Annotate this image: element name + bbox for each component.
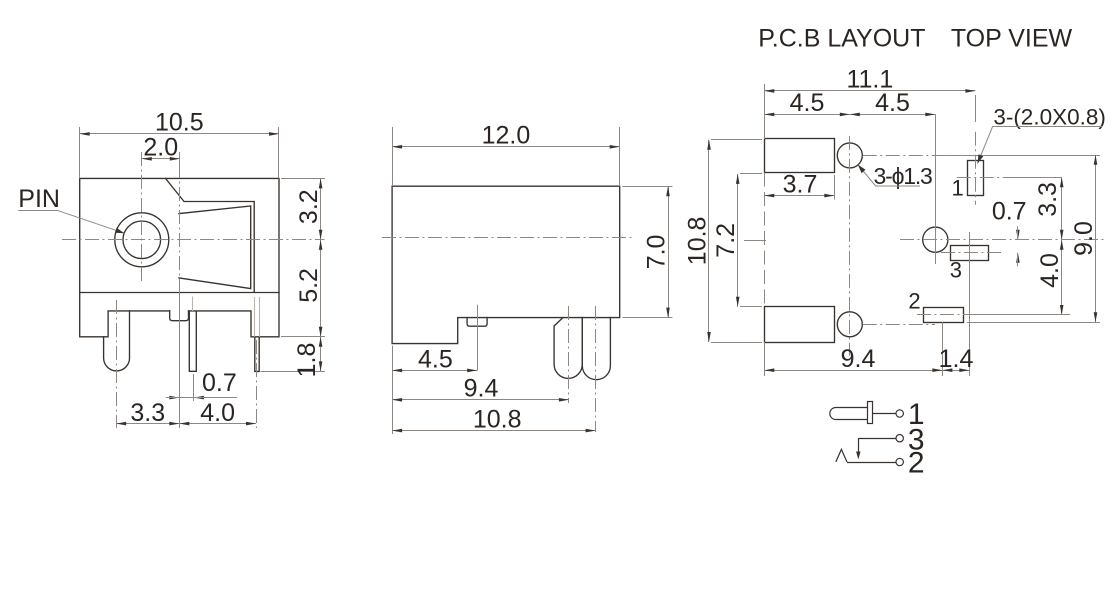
svg-text:2.0: 2.0 [143, 134, 178, 162]
svg-text:4.0: 4.0 [1036, 253, 1064, 288]
svg-text:1.8: 1.8 [293, 343, 321, 378]
svg-text:1.4: 1.4 [939, 345, 974, 373]
svg-text:3.3: 3.3 [1034, 182, 1062, 217]
svg-text:10.8: 10.8 [473, 406, 522, 434]
svg-text:TOP VIEW: TOP VIEW [951, 25, 1073, 53]
svg-text:4.5: 4.5 [790, 89, 825, 117]
svg-text:9.4: 9.4 [841, 345, 876, 373]
svg-text:4.0: 4.0 [200, 399, 235, 427]
svg-text:9.0: 9.0 [1070, 221, 1098, 256]
svg-text:10.8: 10.8 [684, 217, 712, 266]
svg-text:3-(2.0X0.8): 3-(2.0X0.8) [993, 104, 1106, 129]
svg-text:1: 1 [951, 175, 963, 200]
svg-text:12.0: 12.0 [482, 121, 531, 149]
svg-text:9.4: 9.4 [464, 375, 499, 403]
svg-text:3.2: 3.2 [295, 189, 323, 224]
svg-text:3-ϕ1.3: 3-ϕ1.3 [874, 163, 933, 189]
svg-text:1: 1 [908, 398, 925, 431]
svg-text:7.0: 7.0 [643, 235, 671, 270]
svg-text:2: 2 [908, 447, 925, 480]
svg-text:3.3: 3.3 [130, 399, 165, 427]
svg-text:5.2: 5.2 [295, 268, 323, 303]
svg-text:PIN: PIN [18, 185, 60, 213]
svg-text:7.2: 7.2 [712, 223, 740, 258]
svg-text:4.5: 4.5 [875, 89, 910, 117]
svg-text:3.7: 3.7 [783, 170, 818, 198]
svg-text:3: 3 [950, 258, 962, 283]
svg-text:2: 2 [908, 289, 920, 314]
svg-text:0.7: 0.7 [992, 198, 1027, 226]
svg-text:11.1: 11.1 [846, 66, 893, 94]
svg-text:P.C.B LAYOUT: P.C.B LAYOUT [758, 25, 925, 53]
svg-text:4.5: 4.5 [418, 345, 453, 373]
svg-text:0.7: 0.7 [202, 369, 237, 397]
svg-text:10.5: 10.5 [155, 109, 204, 137]
svg-text:3: 3 [908, 424, 925, 457]
